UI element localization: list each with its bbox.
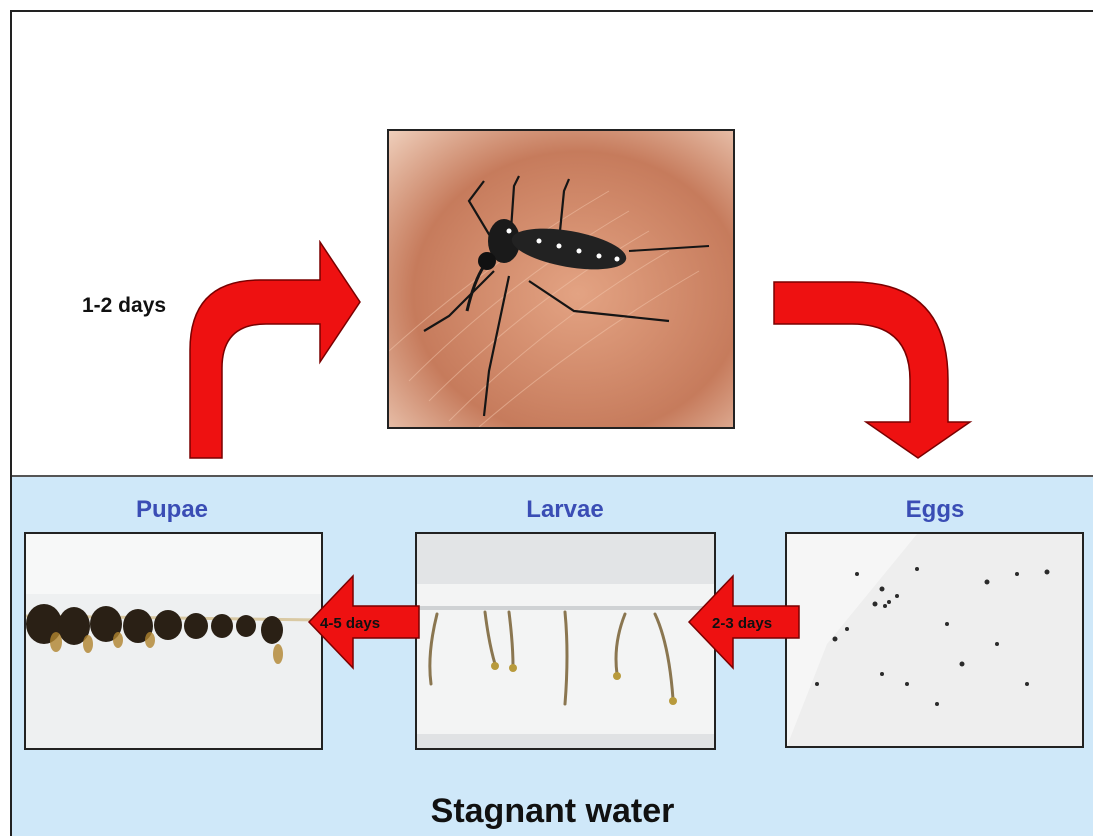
arrow-label-4-5-days: 4-5 days — [320, 615, 380, 632]
arrow-label-2-3-days: 2-3 days — [712, 615, 772, 632]
curved-arrow-right-down — [772, 280, 982, 460]
lifecycle-diagram: 1-2 days — [10, 10, 1093, 836]
stage-label-eggs: Eggs — [785, 496, 1085, 524]
stage-label-larvae: Larvae — [415, 496, 715, 524]
days-label-adult: 1-2 days — [82, 294, 166, 318]
habitat-title: Stagnant water — [12, 792, 1093, 831]
stage-label-pupae: Pupae — [22, 496, 322, 524]
pupae-photo — [24, 532, 323, 750]
eggs-photo — [785, 532, 1084, 748]
curved-arrow-up-right — [182, 240, 362, 460]
larvae-photo — [415, 532, 716, 750]
mosquito-photo — [387, 129, 735, 429]
